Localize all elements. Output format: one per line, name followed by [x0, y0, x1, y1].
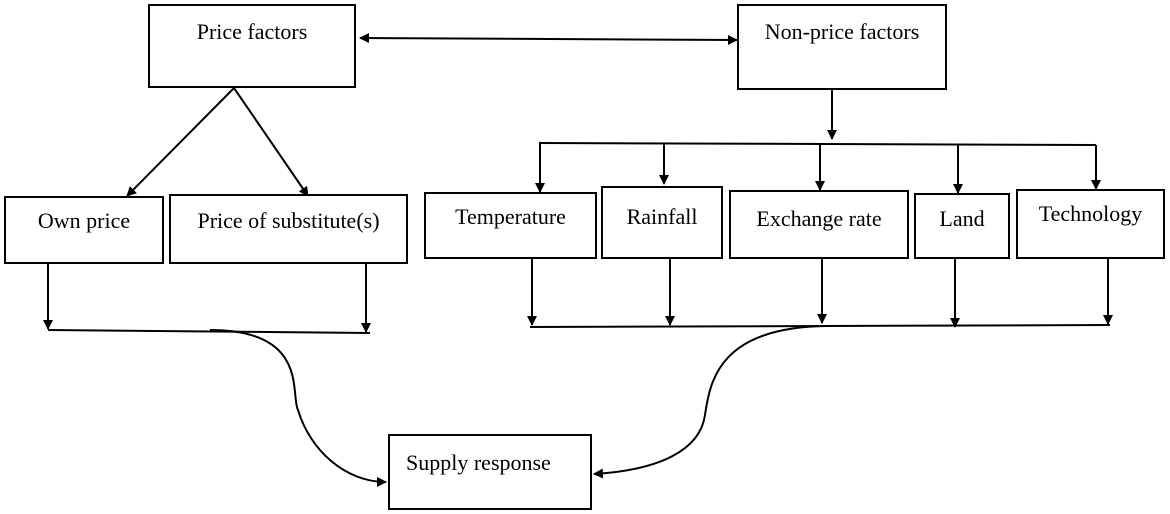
temperature-label: Temperature: [455, 204, 566, 229]
technology-label: Technology: [1038, 201, 1143, 226]
temperature-box: Temperature: [424, 192, 597, 259]
exchange-rate-box: Exchange rate: [729, 190, 909, 259]
technology-box: Technology: [1016, 189, 1165, 259]
supply-response-box: Supply response: [388, 434, 592, 510]
supply-response-label: Supply response: [406, 450, 551, 475]
price-of-substitutes-label: Price of substitute(s): [197, 208, 380, 233]
curve-nonprice-to-supply: [593, 325, 831, 479]
rainfall-box: Rainfall: [601, 186, 723, 259]
nonprice-distribution-bus: [538, 142, 1097, 146]
arrow-price-to-substitutes: [233, 87, 309, 197]
rainfall-label: Rainfall: [626, 204, 698, 229]
land-box: Land: [914, 193, 1010, 259]
own-price-label: Own price: [37, 208, 131, 233]
price-of-substitutes-box: Price of substitute(s): [169, 194, 408, 264]
land-label: Land: [939, 206, 985, 231]
own-price-box: Own price: [4, 196, 164, 264]
non-price-factors-box: Non-price factors: [737, 4, 947, 90]
curve-price-to-supply: [209, 329, 387, 487]
arrow-price-to-own-price: [126, 87, 235, 197]
price-collector-bus: [47, 329, 371, 334]
link-price-nonprice: [359, 33, 738, 45]
exchange-rate-label: Exchange rate: [756, 206, 882, 231]
non-price-factors-label: Non-price factors: [764, 19, 920, 44]
price-factors-box: Price factors: [148, 4, 356, 88]
price-factors-label: Price factors: [196, 19, 308, 44]
